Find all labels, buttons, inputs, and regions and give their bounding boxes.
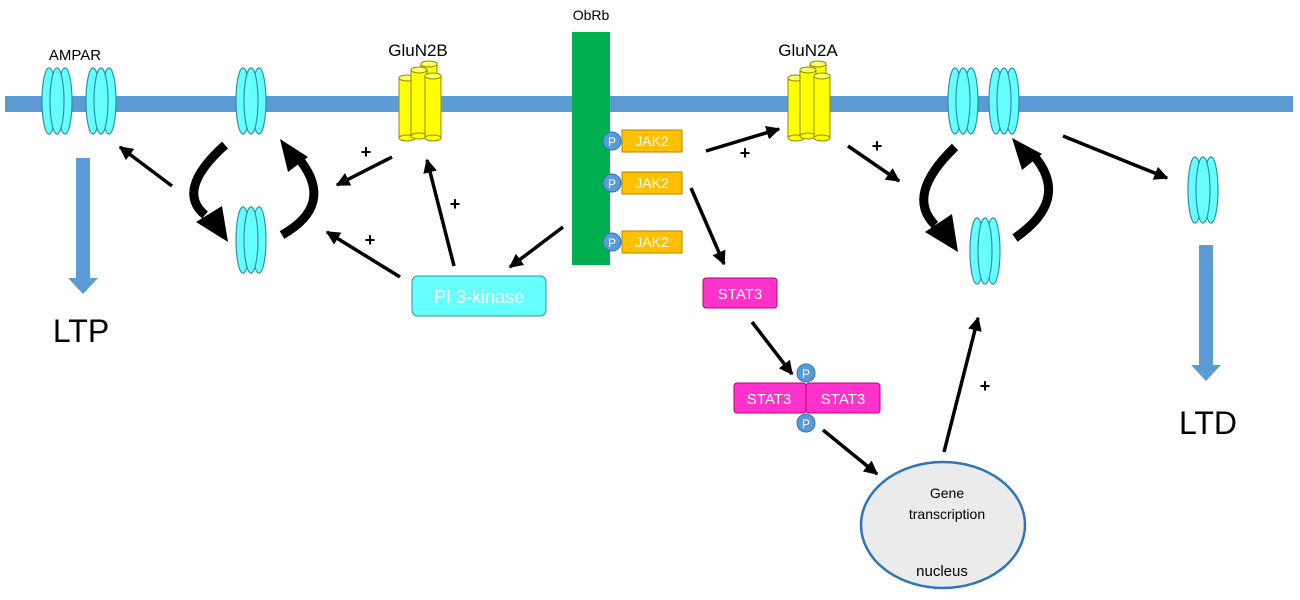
ampar-membrane-right-1 — [947, 67, 979, 135]
arrow-pi3k-to-cycle — [325, 230, 401, 279]
cycle-arrow-left-down — [189, 141, 229, 219]
ampar-label: AMPAR — [49, 47, 101, 64]
phospho-label: P — [608, 135, 616, 149]
ampar-internal-right — [969, 217, 1001, 285]
arrow-to-ampar-left — [118, 145, 174, 188]
cycle-arrowhead — [280, 139, 308, 172]
stat3-label: STAT3 — [718, 286, 762, 303]
cycle-arrow-right-up — [1012, 154, 1054, 242]
plus-sign-jak2-glun2a: + — [740, 143, 751, 163]
signaling-arrows — [118, 125, 1169, 476]
glun2a-label: GluN2A — [778, 41, 838, 60]
jak2-label: JAK2 — [635, 133, 669, 149]
phospho-marker-top — [796, 363, 816, 383]
phospho-label: P — [608, 177, 616, 191]
phospho-label: P — [802, 367, 810, 381]
cycle-arrow-right-down — [919, 143, 959, 229]
arrow-glun2a-to-cycle — [847, 144, 901, 183]
nucleus: Gene transcription nucleus — [859, 460, 1027, 590]
pi3k-node: PI 3-kinase — [411, 275, 547, 317]
cycle-arrowhead — [925, 214, 958, 252]
ampar-internal-left — [235, 206, 267, 274]
cycle-arrowhead — [196, 206, 228, 242]
phospho-marker — [602, 131, 622, 151]
gene-transcription-line2: transcription — [909, 506, 985, 522]
pi3k-box — [411, 275, 547, 317]
jak2-label: JAK2 — [635, 234, 669, 250]
ampar-internal-far-right — [1187, 156, 1219, 224]
arrow-glun2b-to-cycle — [335, 155, 393, 187]
stat3-monomer: STAT3 — [702, 277, 778, 309]
arrow-to-ampar-far-right — [1062, 134, 1169, 180]
jak2-group-1: JAK2 P — [602, 129, 683, 153]
stat3-dimer-right — [805, 382, 881, 414]
obrb-label: ObRb — [573, 7, 610, 23]
arrow-jak2-to-stat3 — [689, 187, 726, 266]
ltd-label: LTD — [1179, 405, 1237, 441]
jak2-label: JAK2 — [635, 175, 669, 191]
ampar-cycle-left — [189, 139, 319, 242]
nucleus-ellipse — [859, 460, 1027, 590]
ltp-arrow — [68, 158, 98, 294]
arrow-pi3k-to-glun2b — [423, 158, 456, 267]
pi3k-label: PI 3-kinase — [434, 287, 524, 307]
jak2-box — [621, 171, 683, 195]
phospho-label: P — [802, 417, 810, 431]
stat3-label: STAT3 — [821, 391, 865, 408]
stat3-box — [702, 277, 778, 309]
ampar-membrane-center — [235, 67, 267, 135]
plus-sign-nucleus: + — [980, 376, 991, 396]
stat3-dimer: STAT3 STAT3 P P — [733, 363, 881, 433]
cycle-arrowhead — [1012, 138, 1042, 170]
plus-sign-pi3k-cycle: + — [365, 230, 376, 250]
arrow-jak2-to-glun2a — [705, 125, 781, 153]
jak2-box — [621, 129, 683, 153]
ampar-cycle-right — [919, 138, 1054, 252]
obrb-receptor — [572, 32, 610, 265]
ampar-membrane-right-2 — [988, 67, 1020, 135]
arrow-nucleus-to-ampar — [942, 316, 982, 453]
gene-transcription-line1: Gene — [930, 485, 964, 501]
jak2-group-2: JAK2 P — [602, 171, 683, 195]
ltd-arrow — [1191, 245, 1221, 381]
nucleus-label: nucleus — [916, 563, 968, 580]
stat3-label: STAT3 — [747, 391, 791, 408]
plus-sign-pi3k-glun2b: + — [450, 194, 461, 214]
jak2-box — [621, 230, 683, 254]
phospho-label: P — [608, 236, 616, 250]
ltp-label: LTP — [53, 313, 109, 349]
plus-sign-glun2a-cycle: + — [872, 136, 883, 156]
phospho-marker-bottom — [796, 413, 816, 433]
ampar-membrane-left-1 — [41, 67, 73, 135]
glun2b-label: GluN2B — [388, 41, 448, 60]
arrow-obrb-to-pi3k — [508, 225, 565, 269]
ampar-membrane-left-2 — [85, 67, 117, 135]
glun2a-receptor — [787, 60, 831, 142]
phospho-marker — [602, 173, 622, 193]
phospho-marker — [602, 232, 622, 252]
cell-membrane — [5, 96, 1293, 112]
jak2-group-3: JAK2 P — [602, 230, 683, 254]
arrow-dimer-to-nucleus — [821, 428, 879, 476]
arrow-stat3-to-dimer — [750, 320, 794, 376]
glun2b-receptor — [398, 60, 442, 142]
cycle-arrow-left-up — [279, 157, 319, 239]
plus-sign-glun2b: + — [361, 142, 372, 162]
